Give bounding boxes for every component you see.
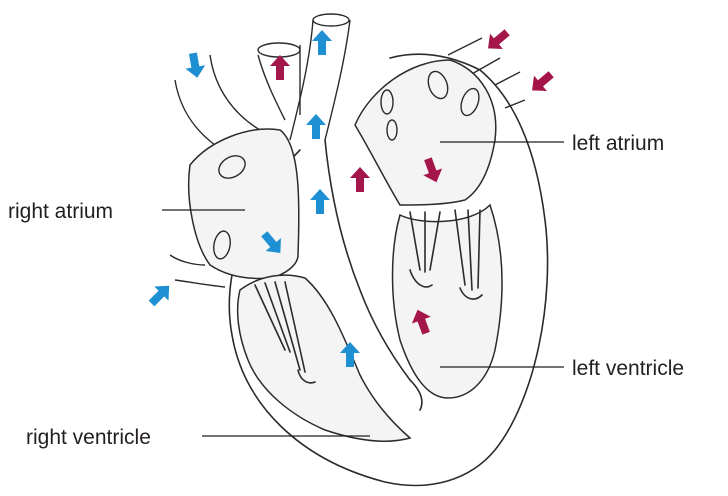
right-ventricle-chamber <box>238 275 410 441</box>
right-atrium-chamber <box>189 129 299 278</box>
left-ventricle-chamber <box>393 205 502 398</box>
left-ventricle-label: left ventricle <box>572 357 684 380</box>
right-atrium-label: right atrium <box>8 200 113 223</box>
left-atrium-chamber <box>355 60 496 205</box>
right-ventricle-label: right ventricle <box>26 426 151 449</box>
superior-vena-cava <box>175 80 215 145</box>
inferior-vena-cava <box>170 255 205 265</box>
pulmonary-veins <box>448 38 482 55</box>
left-atrium-label: left atrium <box>572 132 664 155</box>
